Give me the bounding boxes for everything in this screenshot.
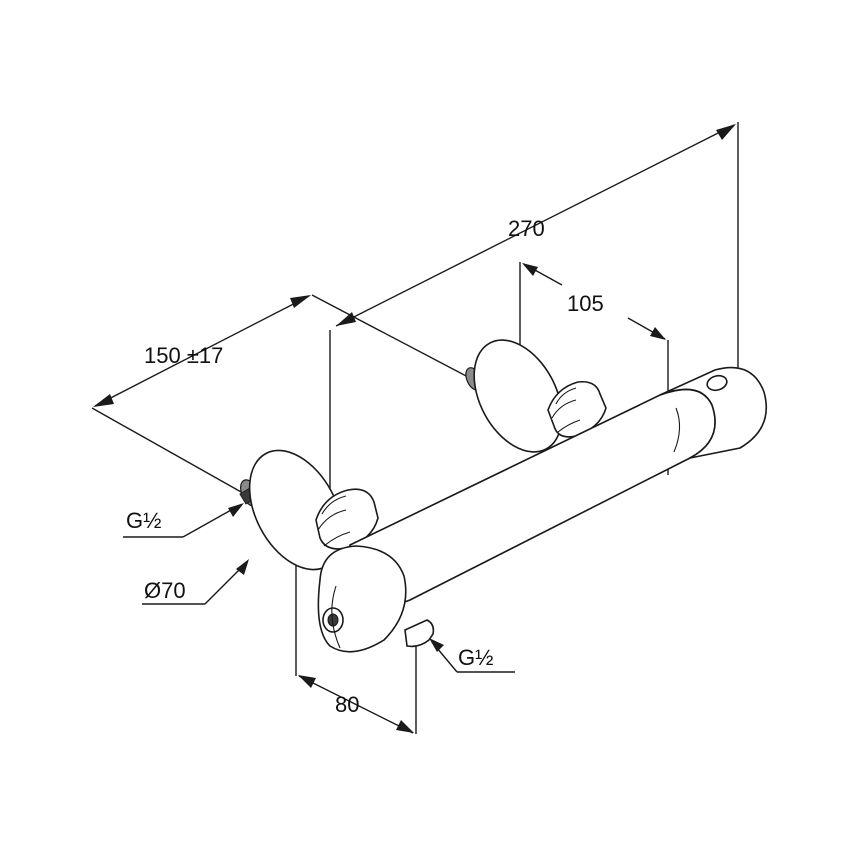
back-rosette	[465, 339, 607, 453]
label-diameter-70: Ø70	[144, 578, 186, 603]
label-g-half-outlet: G½	[458, 645, 493, 670]
label-80: 80	[335, 692, 359, 717]
dim-150	[91, 294, 471, 498]
labels: 270 105 150 ±17 80 G½ Ø70 G½	[126, 216, 604, 717]
label-105: 105	[567, 291, 604, 316]
label-g-half-inlet: G½	[126, 508, 161, 533]
callout-leaders	[123, 503, 515, 673]
mixer-body	[317, 366, 768, 653]
front-rosette	[239, 449, 379, 571]
label-150: 150 ±17	[144, 343, 223, 368]
label-270: 270	[508, 216, 545, 241]
